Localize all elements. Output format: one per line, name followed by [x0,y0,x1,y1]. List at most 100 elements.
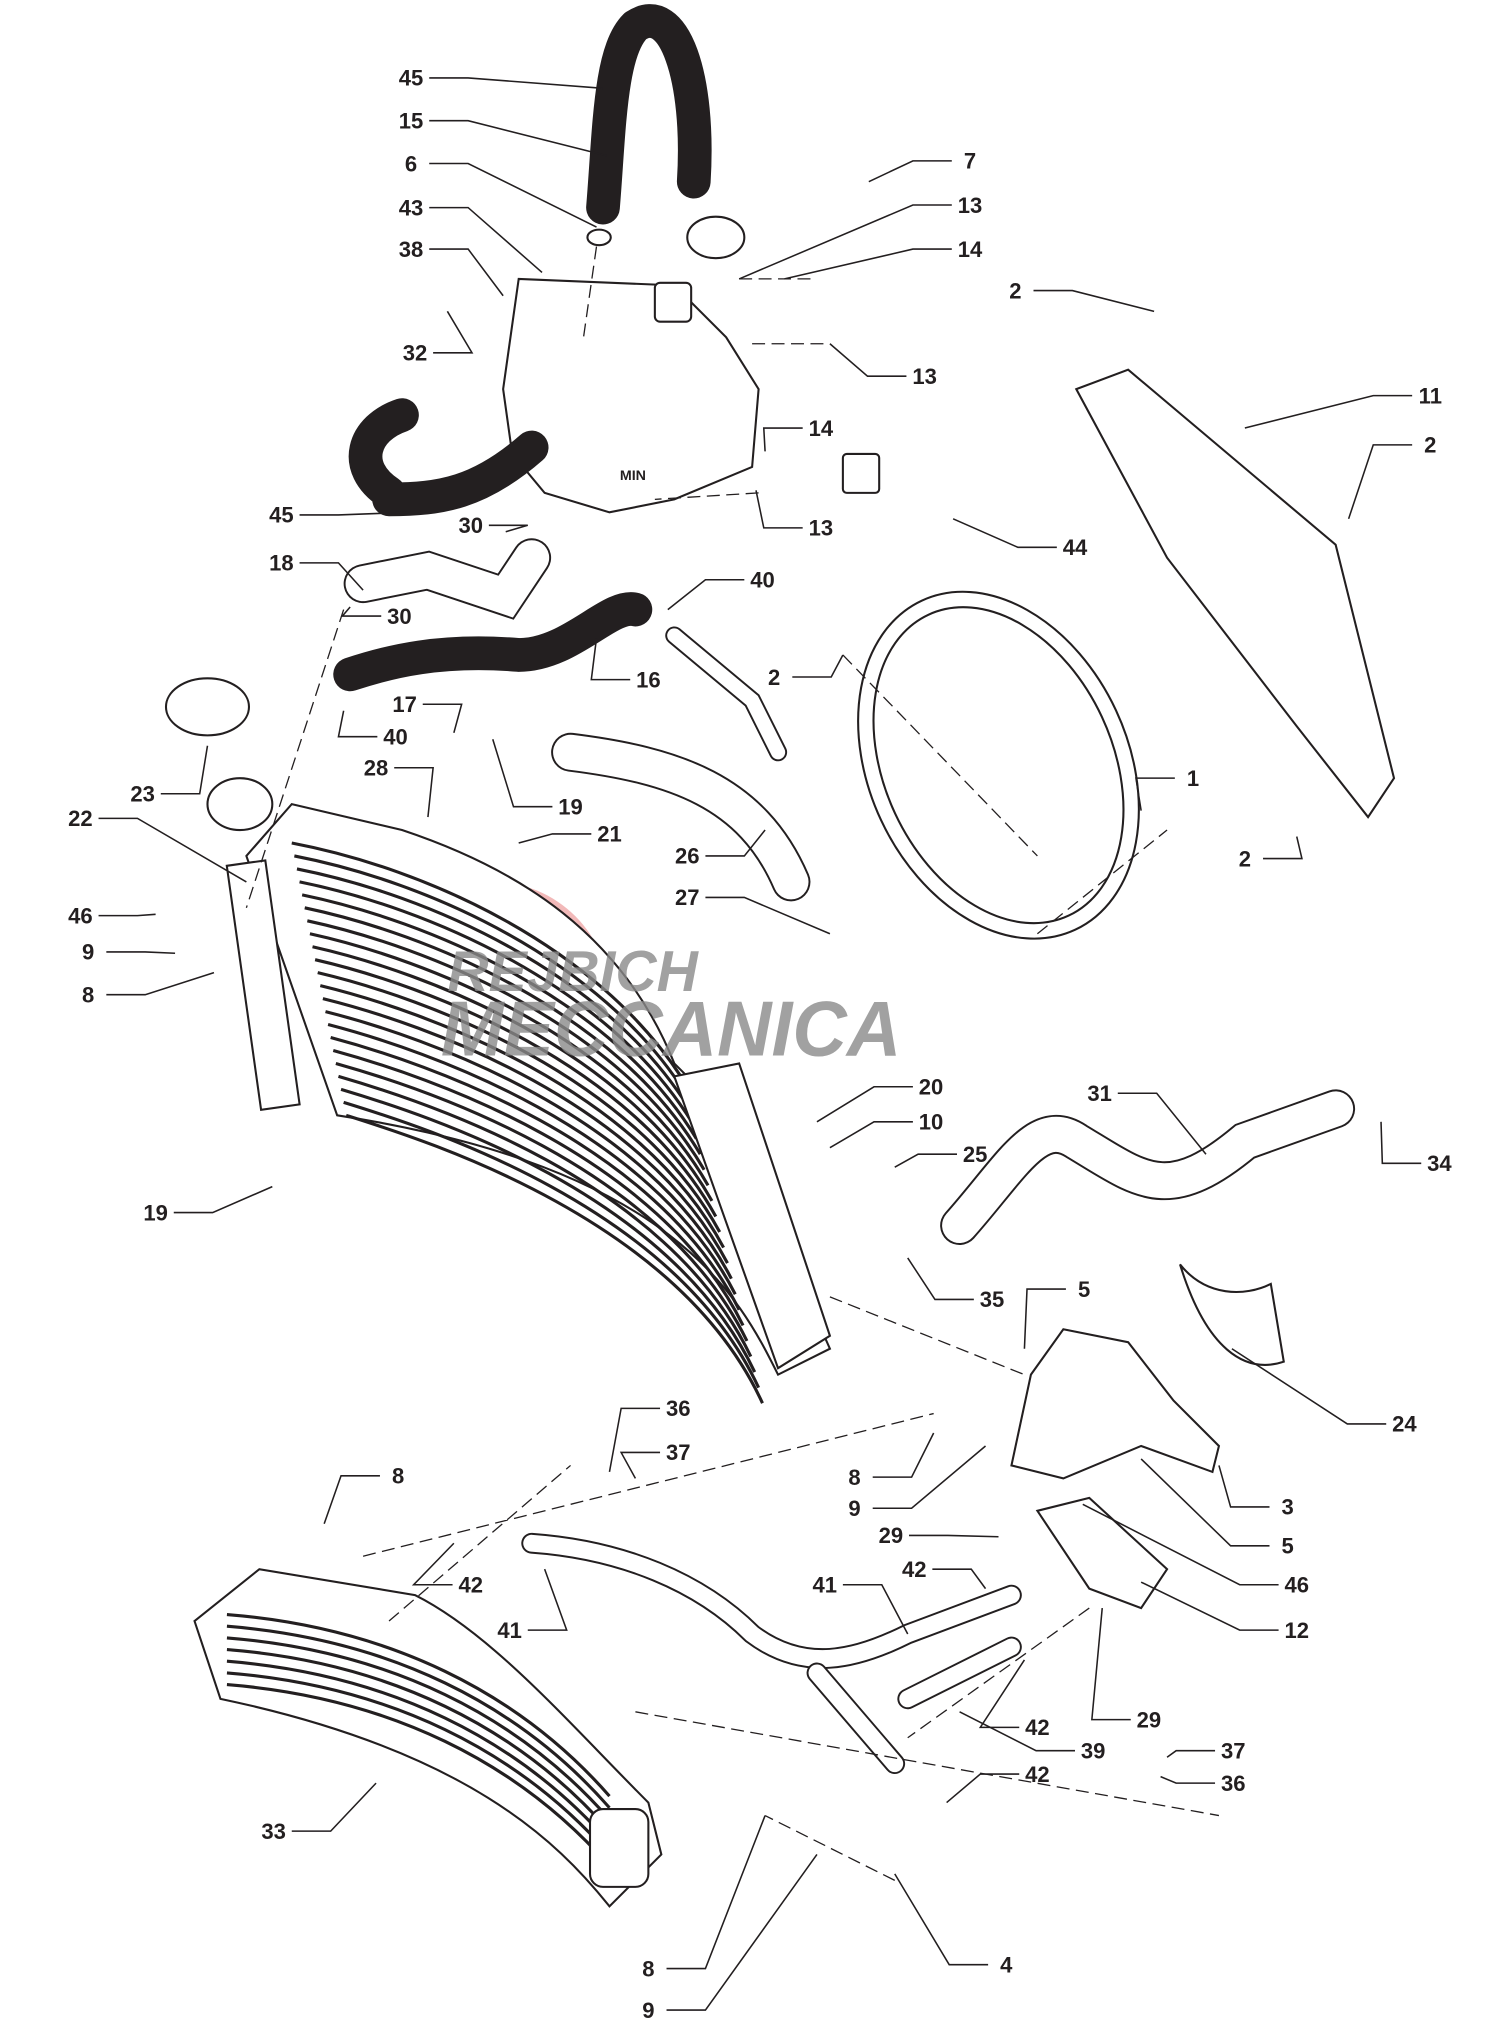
callout-label-part-42: 42 [458,1573,483,1598]
callout-label-part-30: 30 [387,604,412,629]
callout-leader-line [590,638,631,681]
callout-label-part-35: 35 [980,1287,1005,1312]
callout-label-part-34: 34 [1427,1151,1452,1176]
callout-label-part-37: 37 [666,1440,691,1465]
brackets [1010,1263,1285,1610]
callout-leader-line [907,1257,974,1301]
callout-leader-line [894,1153,957,1168]
callout-label-part-8: 8 [392,1464,404,1489]
callout-leader-line [394,767,434,818]
callout-leader-line [299,562,364,591]
callout-label-part-42: 42 [1025,1762,1050,1787]
radiator-fin [332,1048,745,1327]
callout-leader-line [667,578,745,611]
callout-label-part-8: 8 [82,982,94,1007]
callout-leader-line [527,1568,568,1631]
callout-label-part-16: 16 [636,667,661,692]
callout-label-part-9: 9 [642,1998,654,2023]
callout-leader-line [1231,1348,1387,1425]
radiator-fin [343,1100,761,1389]
callout-label-part-2: 2 [1239,846,1251,871]
radiator-fin [299,880,694,1124]
callout-leader-line [1380,1121,1422,1165]
callout-label-part-41: 41 [812,1573,837,1598]
callout-label-part-44: 44 [1063,535,1088,560]
callout-label-part-19: 19 [558,794,583,819]
callout-label-part-39: 39 [1081,1738,1106,1763]
oil-cooler-fin [226,1636,611,1821]
callout-leader-line [872,1432,935,1478]
callout-label-part-37: 37 [1221,1738,1246,1763]
radiator-fin [291,841,683,1078]
callout-leader-line [829,343,907,377]
callout-leader-line [952,518,1057,549]
callout-leader-line [337,710,378,738]
radiator-fin [301,893,698,1140]
callout-leader-line [872,1445,987,1510]
callout-leader-line [978,1659,1026,1729]
callout-leader-line [1140,1581,1279,1631]
callout-leader-line [909,1534,999,1538]
callout-leader-line [1140,1458,1270,1547]
callout-leader-line [1166,1749,1216,1758]
oil-cooler-fin [226,1613,611,1798]
callout-label-part-3: 3 [1282,1495,1294,1520]
oil-cooler-fin [226,1624,611,1809]
callout-label-part-13: 13 [912,364,937,389]
tank-min-marking: MIN [620,468,646,484]
callout-label-part-21: 21 [597,822,622,847]
callout-label-part-42: 42 [902,1557,927,1582]
callout-label-part-45: 45 [269,503,294,528]
radiator-fin [322,997,729,1264]
callout-leader-line [608,1407,661,1473]
callout-leader-line [1117,1092,1207,1155]
callout-leader-line [842,1583,909,1635]
oil-cooler-fin [226,1683,611,1868]
callout-leader-line [433,310,474,354]
callout-leader-line [160,745,209,795]
callout-leader-line [705,829,766,857]
callout-leader-line [1091,1607,1131,1721]
callout-label-part-9: 9 [848,1496,860,1521]
callout-leader-line [429,119,608,157]
callout-leader-line [323,1475,380,1525]
oil-cooler-fin [226,1648,611,1833]
callout-label-part-12: 12 [1284,1618,1309,1643]
callout-label-part-42: 42 [1025,1715,1050,1740]
watermark-text: REJBICH MECCANICA [441,940,901,1073]
callout-leader-line [1244,394,1413,429]
oil-cooler-fin [226,1671,611,1856]
callout-label-part-22: 22 [68,806,93,831]
callout-label-part-25: 25 [963,1142,988,1167]
callout-label-part-17: 17 [392,692,417,717]
callout-label-part-13: 13 [809,516,834,541]
watermark-line2: MECCANICA [441,987,901,1073]
callout-label-part-10: 10 [919,1110,944,1135]
callout-label-part-1: 1 [1187,766,1199,791]
callout-leader-line [959,1711,1075,1752]
callout-leader-line [411,1542,455,1586]
callout-label-part-8: 8 [642,1956,654,1981]
hoses [333,4,1356,1245]
radiator-fin [314,958,718,1218]
callout-leader-line [106,951,176,954]
radiator-fin [317,971,722,1233]
oil-cooler-fin [226,1659,611,1844]
callout-leader-line [792,654,844,678]
callout-label-part-27: 27 [675,885,700,910]
callout-leader-line [98,817,247,883]
callout-leader-line [619,1451,661,1479]
callout-label-part-14: 14 [809,416,834,441]
radiator-fin [345,1113,764,1404]
filler-neck [206,777,274,832]
radiator-fin [340,1087,757,1373]
callout-label-part-41: 41 [497,1618,522,1643]
callout-leader-line [894,1873,989,1966]
callout-label-part-40: 40 [750,568,775,593]
callout-leader-line [829,1121,913,1149]
callout-label-part-8: 8 [848,1465,860,1490]
callout-leader-line [1347,444,1413,520]
